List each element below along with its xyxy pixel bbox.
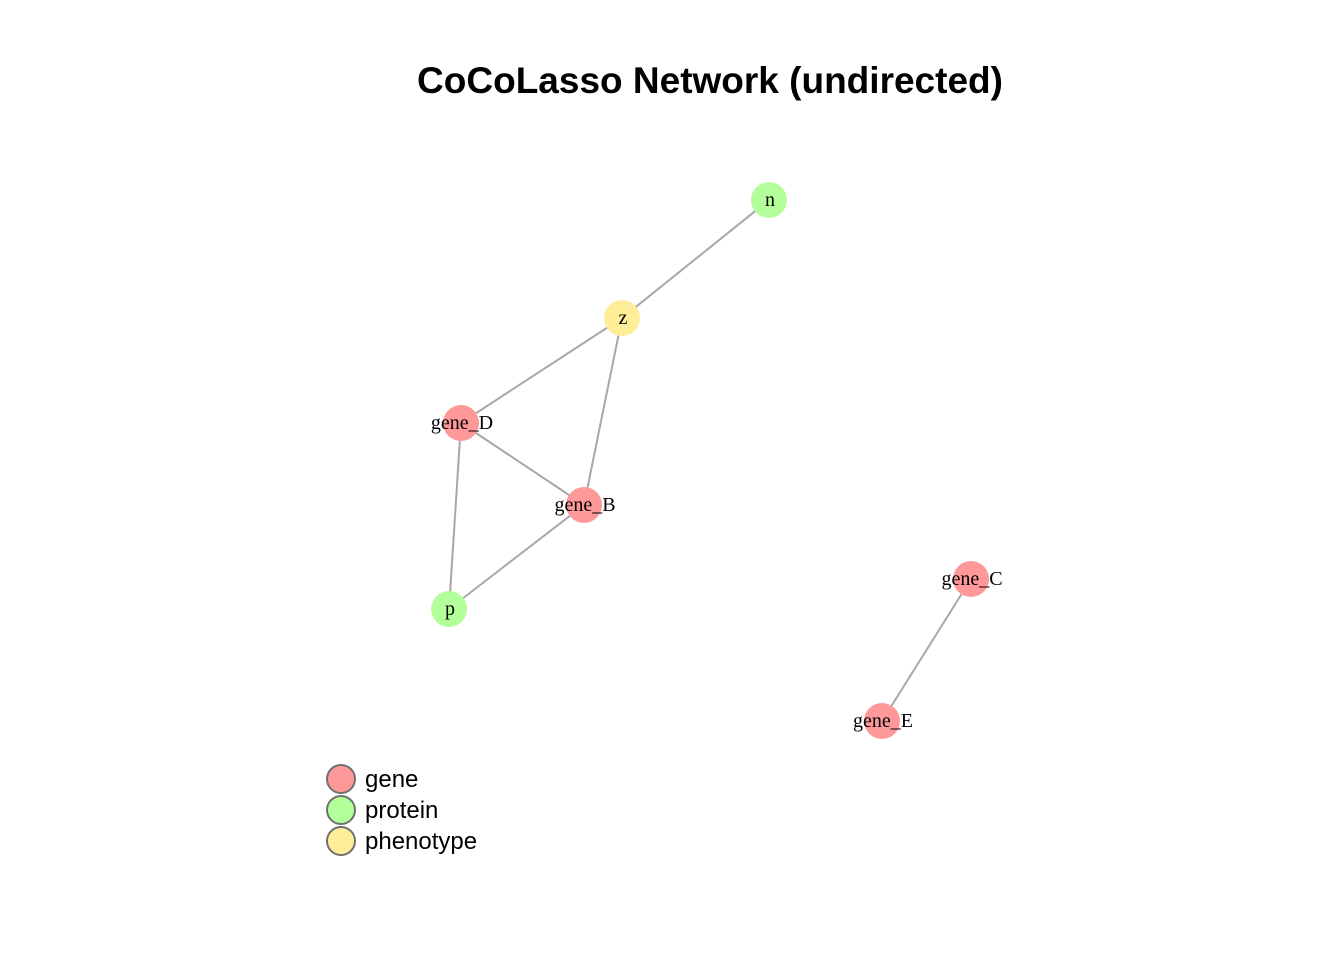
node-label: gene_E (853, 710, 913, 732)
node-circle (953, 561, 989, 597)
node-circle (443, 405, 479, 441)
legend-label: protein (365, 797, 438, 824)
edge-gene_C-gene_E (881, 578, 972, 722)
node-label: p (445, 598, 455, 620)
legend-item-gene: gene (326, 764, 418, 794)
node-z: z (604, 300, 640, 336)
edge-z-gene_B (583, 317, 623, 506)
edge-n-z (621, 199, 770, 319)
node-circle (566, 487, 602, 523)
legend-label: gene (365, 766, 418, 793)
node-gene_B: gene_B (554, 487, 616, 523)
node-circle (431, 591, 467, 627)
plot-title: CoCoLasso Network (undirected) (417, 60, 1003, 101)
legend-swatch (326, 795, 356, 825)
legend-item-protein: protein (326, 795, 438, 825)
legend-swatch (326, 764, 356, 794)
node-label: z (619, 307, 628, 329)
edge-gene_D-gene_B (460, 422, 585, 506)
legend-item-phenotype: phenotype (326, 826, 477, 856)
edge-z-gene_D (460, 317, 623, 424)
node-p: p (431, 591, 467, 627)
node-circle (604, 300, 640, 336)
node-label: gene_C (941, 568, 1002, 590)
node-n: n (751, 182, 787, 218)
node-gene_D: gene_D (431, 405, 493, 441)
node-gene_C: gene_C (941, 561, 1003, 597)
nodes-layer: n z gene_D gene_Bp gene_C gene_E (431, 182, 1003, 739)
edges-layer (448, 199, 972, 722)
edge-gene_D-p (448, 422, 462, 610)
legend-swatch (326, 826, 356, 856)
node-gene_E: gene_E (853, 703, 913, 739)
node-label: n (765, 189, 775, 211)
legend: gene protein phenotype (326, 764, 477, 856)
node-circle (864, 703, 900, 739)
node-label: gene_B (554, 494, 615, 516)
node-circle (751, 182, 787, 218)
node-label: gene_D (431, 412, 493, 434)
edge-gene_B-p (448, 504, 585, 610)
legend-label: phenotype (365, 828, 477, 855)
